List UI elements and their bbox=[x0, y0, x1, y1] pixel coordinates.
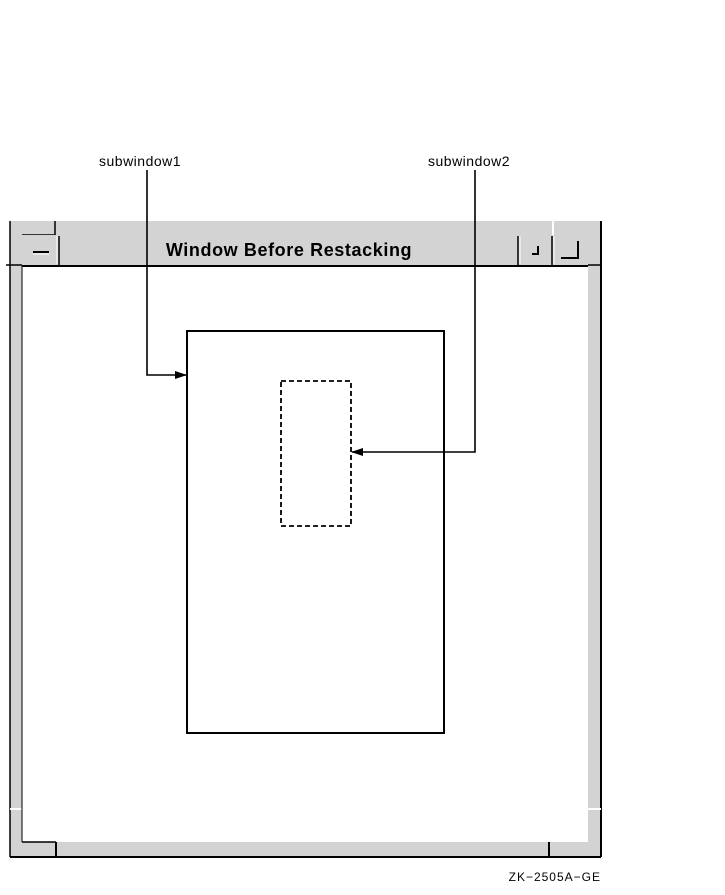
maximize-button[interactable] bbox=[551, 236, 579, 266]
minimize-icon bbox=[532, 246, 539, 255]
window-title: Window Before Restacking bbox=[165, 240, 413, 260]
subwindow1-label: subwindow1 bbox=[99, 153, 182, 169]
subwindow2-label: subwindow2 bbox=[428, 153, 511, 169]
window-menu-button[interactable] bbox=[33, 236, 60, 266]
window-client-area bbox=[22, 266, 588, 842]
subwindow2-box[interactable] bbox=[280, 380, 352, 527]
title-bar[interactable] bbox=[22, 235, 588, 267]
subwindow2-leader-arrow bbox=[351, 170, 476, 456]
subwindow1-leader-arrow bbox=[146, 170, 187, 379]
maximize-icon bbox=[561, 241, 579, 259]
window-menu-icon bbox=[33, 251, 49, 255]
figure-code: ZK−2505A−GE bbox=[508, 870, 601, 884]
title-bar-bg bbox=[22, 235, 588, 266]
subwindow1-box[interactable] bbox=[186, 330, 445, 734]
window-frame bbox=[6, 221, 602, 858]
minimize-button[interactable] bbox=[517, 236, 539, 266]
